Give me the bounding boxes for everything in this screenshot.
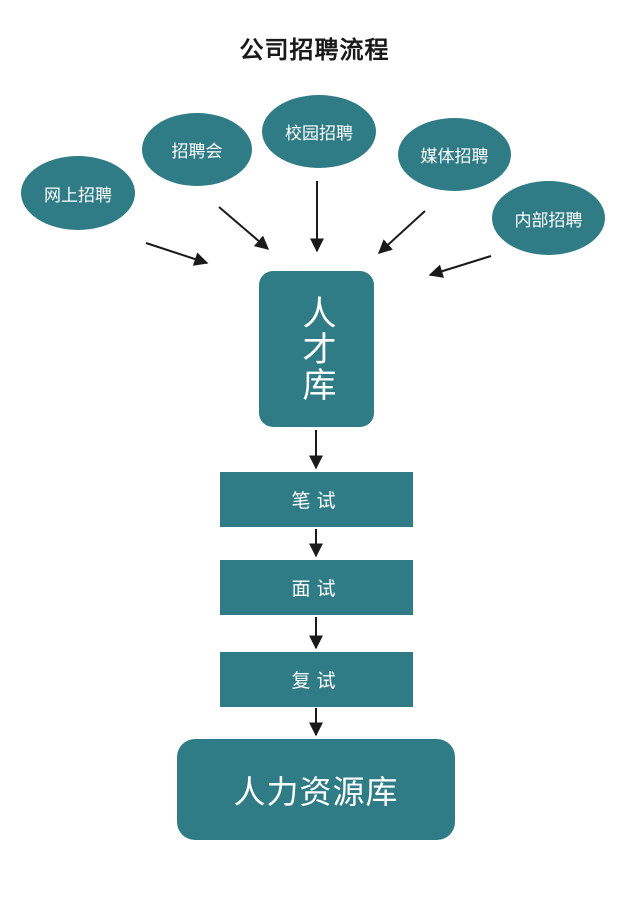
arrow-media-to-talent [377, 210, 426, 254]
channel-campus: 校园招聘 [262, 95, 376, 168]
step-written-test: 笔试 [220, 472, 413, 527]
channel-internal: 内部招聘 [492, 181, 605, 255]
arrow-online-to-talent [145, 242, 209, 266]
channel-job-fair: 招聘会 [142, 113, 252, 186]
channel-media: 媒体招聘 [398, 118, 511, 191]
step-re-interview: 复试 [220, 652, 413, 707]
hr-pool-node: 人力资源库 [177, 739, 455, 840]
arrow-internal-to-talent [428, 255, 492, 278]
talent-pool-node: 人才库 [259, 271, 374, 427]
channel-online: 网上招聘 [21, 156, 135, 230]
step-interview: 面试 [220, 560, 413, 615]
arrow-fair-to-talent [218, 206, 270, 250]
diagram-title: 公司招聘流程 [239, 36, 390, 64]
